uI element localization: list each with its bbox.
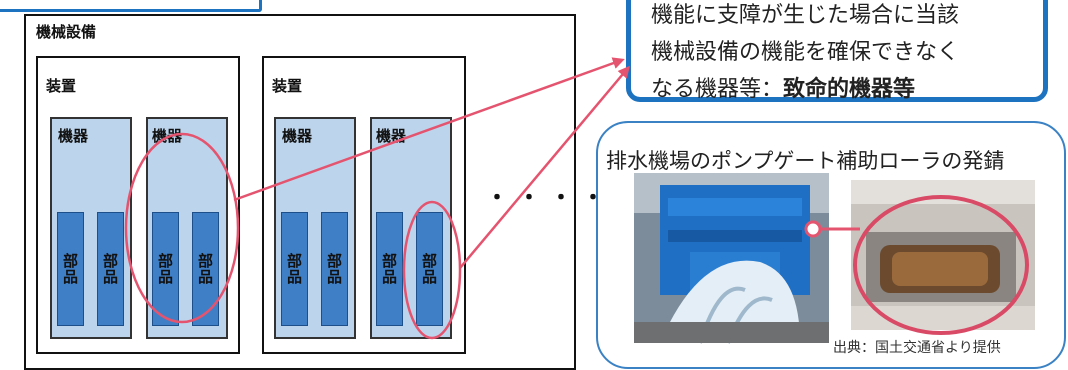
buhin-2-2: 部品: [192, 212, 219, 326]
buhin-label: 部品: [61, 253, 79, 285]
buhin-label: 部品: [420, 253, 438, 285]
machine-equipment-title: 機械設備: [36, 23, 97, 41]
buhin-3-1: 部品: [281, 212, 308, 326]
buhin-label: 部品: [325, 253, 343, 285]
buhin-4-1: 部品: [376, 212, 403, 326]
buhin-label: 部品: [285, 253, 303, 285]
device-label-1: 装置: [46, 77, 77, 95]
kiki-label-1: 機器: [58, 127, 89, 145]
critical-equipment-callout: 機能に支障が生じた場合に当該 機械設備の機能を確保できなく なる機器等：致命的機…: [626, 0, 1048, 102]
callout-line-2: 機械設備の機能を確保できなく: [651, 40, 960, 65]
buhin-1-1: 部品: [57, 212, 84, 326]
arrow-buhin-to-callout: [459, 65, 630, 269]
highlight-ellipse-buhin: [402, 200, 462, 340]
arrow-kiki-to-callout: [233, 57, 625, 202]
buhin-label: 部品: [156, 253, 174, 285]
buhin-4-2: 部品: [416, 212, 443, 326]
photo-title: 排水機場のポンプゲート補助ローラの発錆: [606, 149, 1005, 173]
continuation-dots: ・・・・: [486, 186, 615, 211]
rusted-roller-photo: [851, 180, 1035, 335]
top-tab-fragment: [0, 0, 262, 12]
callout-line-3: なる機器等：致命的機器等: [651, 71, 1043, 108]
callout-line-3-prefix: なる機器等：: [651, 77, 784, 102]
buhin-label: 部品: [196, 253, 214, 285]
photo-source: 出典：国土交通省より提供: [833, 340, 1001, 356]
buhin-label: 部品: [101, 253, 119, 285]
kiki-label-3: 機器: [282, 127, 313, 145]
buhin-2-1: 部品: [152, 212, 179, 326]
device-label-2: 装置: [272, 77, 303, 95]
buhin-3-2: 部品: [321, 212, 348, 326]
buhin-1-2: 部品: [97, 212, 124, 326]
pump-gate-photo: [634, 173, 829, 344]
highlight-ellipse-kiki: [124, 132, 240, 324]
critical-equipment-term: 致命的機器等: [783, 77, 916, 102]
callout-line-1: 機能に支障が生じた場合に当該: [651, 3, 960, 28]
buhin-label: 部品: [380, 253, 398, 285]
